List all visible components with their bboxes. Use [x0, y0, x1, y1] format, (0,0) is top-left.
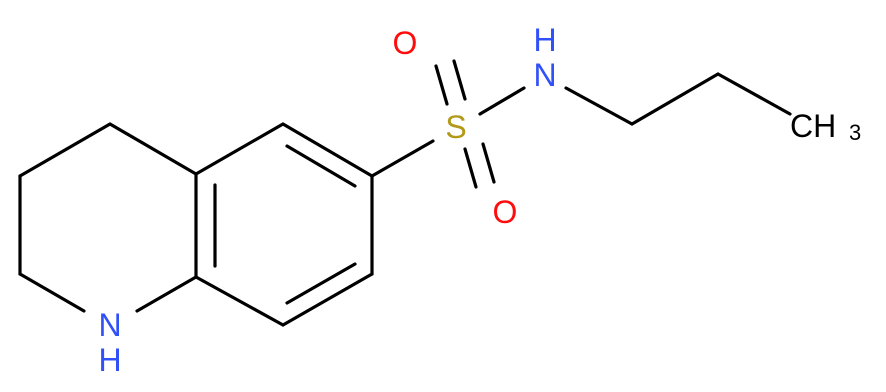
bond-c7-c8: [281, 272, 374, 327]
bond-c2-c3: [716, 72, 792, 116]
atom-h-amide: H: [533, 22, 556, 58]
bond-s-o-bottom-b: [481, 142, 496, 184]
atom-ch3-subscript: 3: [849, 120, 861, 145]
bond-c7-c8-inner: [285, 262, 357, 305]
bond-c4a-c5: [194, 122, 285, 176]
bond-s-n: [478, 86, 526, 116]
atom-n-ring: N: [98, 307, 121, 343]
bond-c6-s: [370, 139, 435, 178]
bond-c5-c6: [281, 122, 374, 178]
bond-n1-c8a: [135, 275, 198, 313]
bond-n-c1: [564, 86, 634, 126]
atom-o-top: O: [393, 25, 418, 61]
atom-n-amide: N: [533, 57, 556, 93]
bond-c4-c3: [18, 122, 112, 178]
bond-c8-c8a: [194, 275, 285, 327]
bond-c5-c6-inner: [285, 144, 357, 188]
bond-s-o-bottom-a: [463, 147, 478, 189]
atom-h-ring: H: [98, 342, 121, 378]
bond-c1-c2: [630, 72, 720, 126]
atom-o-bottom: O: [493, 194, 518, 230]
atom-s: S: [445, 109, 466, 145]
atom-ch3: CH: [790, 108, 836, 144]
bond-c4a-c4: [108, 122, 198, 176]
bond-s-o-top-b: [452, 59, 467, 101]
bond-s-o-top-a: [434, 64, 449, 106]
bond-c2-n1: [18, 272, 86, 313]
